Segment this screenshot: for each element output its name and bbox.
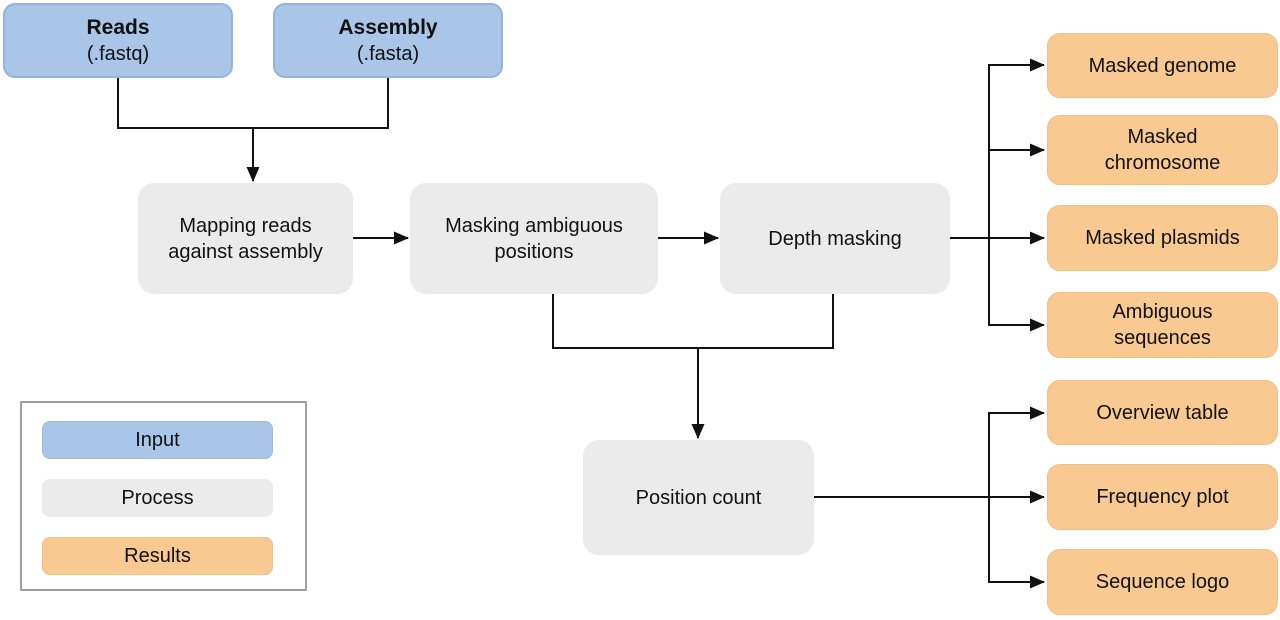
legend-swatch-results: Results — [42, 537, 273, 575]
legend-box: Input Process Results — [20, 401, 307, 591]
legend-swatch-process: Process — [42, 479, 273, 517]
node-mapping-reads-process: Mapping reads against assembly — [138, 183, 353, 294]
node-ambiguous-sequences-result: Ambiguous sequences — [1047, 292, 1278, 358]
node-masking-ambiguous-process: Masking ambiguous positions — [410, 183, 658, 294]
node-masked-chromosome-result: Masked chromosome — [1047, 115, 1278, 185]
node-masked-genome-result: Masked genome — [1047, 33, 1278, 98]
node-reads-title: Reads — [86, 15, 150, 39]
node-frequency-plot-result: Frequency plot — [1047, 464, 1278, 530]
legend-swatch-input: Input — [42, 421, 273, 459]
node-assembly-input: Assembly (.fasta) — [273, 3, 503, 78]
node-assembly-title: Assembly — [338, 15, 438, 39]
node-assembly-subtitle: (.fasta) — [356, 42, 420, 65]
node-reads-input: Reads (.fastq) — [3, 3, 233, 78]
node-reads-subtitle: (.fastq) — [86, 42, 150, 65]
node-depth-masking-process: Depth masking — [720, 183, 950, 294]
node-sequence-logo-result: Sequence logo — [1047, 549, 1278, 615]
node-masked-plasmids-result: Masked plasmids — [1047, 205, 1278, 271]
node-position-count-process: Position count — [583, 440, 814, 555]
node-overview-table-result: Overview table — [1047, 380, 1278, 445]
